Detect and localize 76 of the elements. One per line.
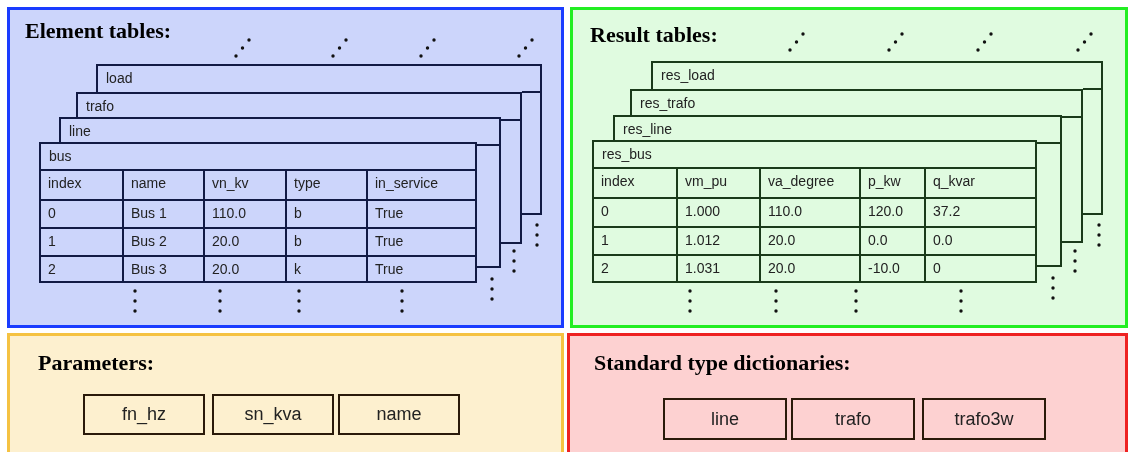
table-cell: in_service bbox=[366, 169, 475, 199]
panel-title: Result tables: bbox=[590, 22, 718, 48]
table-cell: True bbox=[366, 227, 475, 255]
table-cell: vn_kv bbox=[203, 169, 285, 199]
table-cell: name bbox=[122, 169, 203, 199]
table-cell: 1.000 bbox=[676, 197, 759, 226]
table-name: trafo bbox=[86, 98, 114, 114]
table-card bbox=[96, 64, 542, 92]
panel-title: Element tables: bbox=[25, 18, 172, 44]
key-label: trafo3w bbox=[954, 408, 1014, 430]
key-box bbox=[663, 398, 787, 440]
table-cell: 110.0 bbox=[203, 199, 285, 227]
key-box bbox=[922, 398, 1046, 440]
table-cell: 0 bbox=[924, 254, 1035, 281]
table-cell: b bbox=[285, 199, 366, 227]
key-label: sn_kva bbox=[244, 404, 302, 425]
table-cell: 20.0 bbox=[759, 226, 859, 254]
panel bbox=[7, 7, 564, 328]
panel bbox=[570, 7, 1128, 328]
key-label: line bbox=[711, 408, 739, 430]
table-cell: 20.0 bbox=[759, 254, 859, 281]
table-name: res_bus bbox=[602, 146, 652, 162]
table-cell: -10.0 bbox=[859, 254, 924, 281]
table-cell: 0 bbox=[594, 197, 676, 226]
table-card bbox=[76, 92, 522, 117]
key-box bbox=[83, 394, 205, 435]
table-name: load bbox=[106, 70, 133, 86]
table-cell: 2 bbox=[41, 255, 122, 281]
table-name: bus bbox=[49, 148, 72, 164]
panel-title: Parameters: bbox=[38, 350, 155, 376]
table-cell: Bus 3 bbox=[122, 255, 203, 281]
key-label: name bbox=[376, 404, 422, 425]
table-cell: vm_pu bbox=[676, 167, 759, 197]
table-cell: 0.0 bbox=[924, 226, 1035, 254]
table-card bbox=[39, 142, 477, 283]
table-cell: 37.2 bbox=[924, 197, 1035, 226]
panel bbox=[567, 333, 1128, 452]
key-box bbox=[338, 394, 460, 435]
table-cell: 1.012 bbox=[676, 226, 759, 254]
table-cell-text: index bbox=[47, 174, 83, 193]
table-cell: q_kvar bbox=[924, 167, 1035, 197]
key-label: trafo bbox=[835, 408, 871, 430]
table-cell: va_degree bbox=[759, 167, 859, 197]
table-card bbox=[630, 89, 1083, 115]
table-name: res_load bbox=[661, 67, 715, 83]
table-name: res_line bbox=[623, 121, 673, 137]
table-cell: b bbox=[285, 227, 366, 255]
table-cell: 0.0 bbox=[859, 226, 924, 254]
table-card bbox=[592, 140, 1037, 283]
table-cell: 20.0 bbox=[203, 227, 285, 255]
table-cell: k bbox=[285, 255, 366, 281]
table-cell: 110.0 bbox=[759, 197, 859, 226]
table-name: res_trafo bbox=[640, 95, 696, 111]
table-cell: Bus 1 bbox=[122, 199, 203, 227]
table-cell: 1 bbox=[594, 226, 676, 254]
table-cell: Bus 2 bbox=[122, 227, 203, 255]
table-card bbox=[651, 61, 1103, 89]
table-cell: 120.0 bbox=[859, 197, 924, 226]
table-card bbox=[59, 117, 501, 142]
table-cell: 0 bbox=[41, 199, 122, 227]
table-cell-text: index bbox=[600, 172, 636, 191]
panel-title: Standard type dictionaries: bbox=[594, 350, 851, 376]
panel bbox=[7, 333, 564, 452]
table-cell: 1.031 bbox=[676, 254, 759, 281]
table-card bbox=[613, 115, 1062, 140]
key-box bbox=[791, 398, 915, 440]
table-cell: p_kw bbox=[859, 167, 924, 197]
key-box bbox=[212, 394, 334, 435]
table-cell: type bbox=[285, 169, 366, 199]
table-cell: 2 bbox=[594, 254, 676, 281]
key-label: fn_hz bbox=[121, 404, 166, 425]
table-name: line bbox=[69, 123, 91, 139]
table-cell: True bbox=[366, 199, 475, 227]
table-cell: True bbox=[366, 255, 475, 281]
table-cell: 1 bbox=[41, 227, 122, 255]
table-cell: 20.0 bbox=[203, 255, 285, 281]
